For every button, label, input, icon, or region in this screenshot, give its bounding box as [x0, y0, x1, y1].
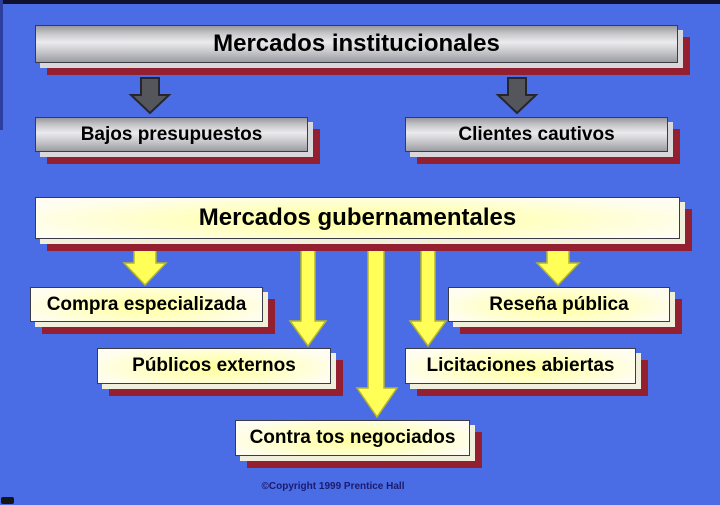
node-mercados-gubernamentales: Mercados gubernamentales	[35, 197, 680, 239]
node-label: Reseña pública	[489, 293, 629, 315]
node-resena-publica: Reseña pública	[448, 287, 670, 322]
top-edge-artifact	[0, 0, 720, 4]
arrow-gubernamentales-to-compra	[122, 247, 168, 287]
node-label: Públicos externos	[132, 355, 296, 376]
bottom-left-artifact	[1, 497, 14, 504]
node-mercados-institucionales: Mercados institucionales	[35, 25, 678, 63]
node-bajos-presupuestos: Bajos presupuestos	[35, 117, 308, 152]
node-label: Licitaciones abiertas	[426, 355, 615, 376]
arrow-gubernamentales-to-licitaciones	[408, 247, 448, 348]
node-label: Compra especializada	[46, 293, 247, 315]
arrow-institucionales-to-clientes	[495, 77, 539, 115]
copyright-text: ©Copyright 1999 Prentice Hall	[261, 481, 405, 492]
left-edge-artifact	[0, 0, 3, 130]
arrow-gubernamentales-to-publicos	[288, 247, 328, 348]
arrow-institucionales-to-bajos	[128, 77, 172, 115]
node-label: Mercados institucionales	[213, 30, 500, 57]
node-label: Mercados gubernamentales	[198, 204, 517, 231]
arrow-gubernamentales-to-contratos	[355, 247, 399, 419]
node-contratos-negociados: Contra tos negociados	[235, 420, 470, 456]
node-label: Clientes cautivos	[458, 123, 615, 145]
node-label: Bajos presupuestos	[80, 123, 263, 145]
arrow-gubernamentales-to-resena	[535, 247, 581, 287]
node-clientes-cautivos: Clientes cautivos	[405, 117, 668, 152]
node-publicos-externos: Públicos externos	[97, 348, 331, 384]
node-licitaciones-abiertas: Licitaciones abiertas	[405, 348, 636, 384]
node-label: Contra tos negociados	[249, 427, 456, 448]
node-compra-especializada: Compra especializada	[30, 287, 263, 322]
